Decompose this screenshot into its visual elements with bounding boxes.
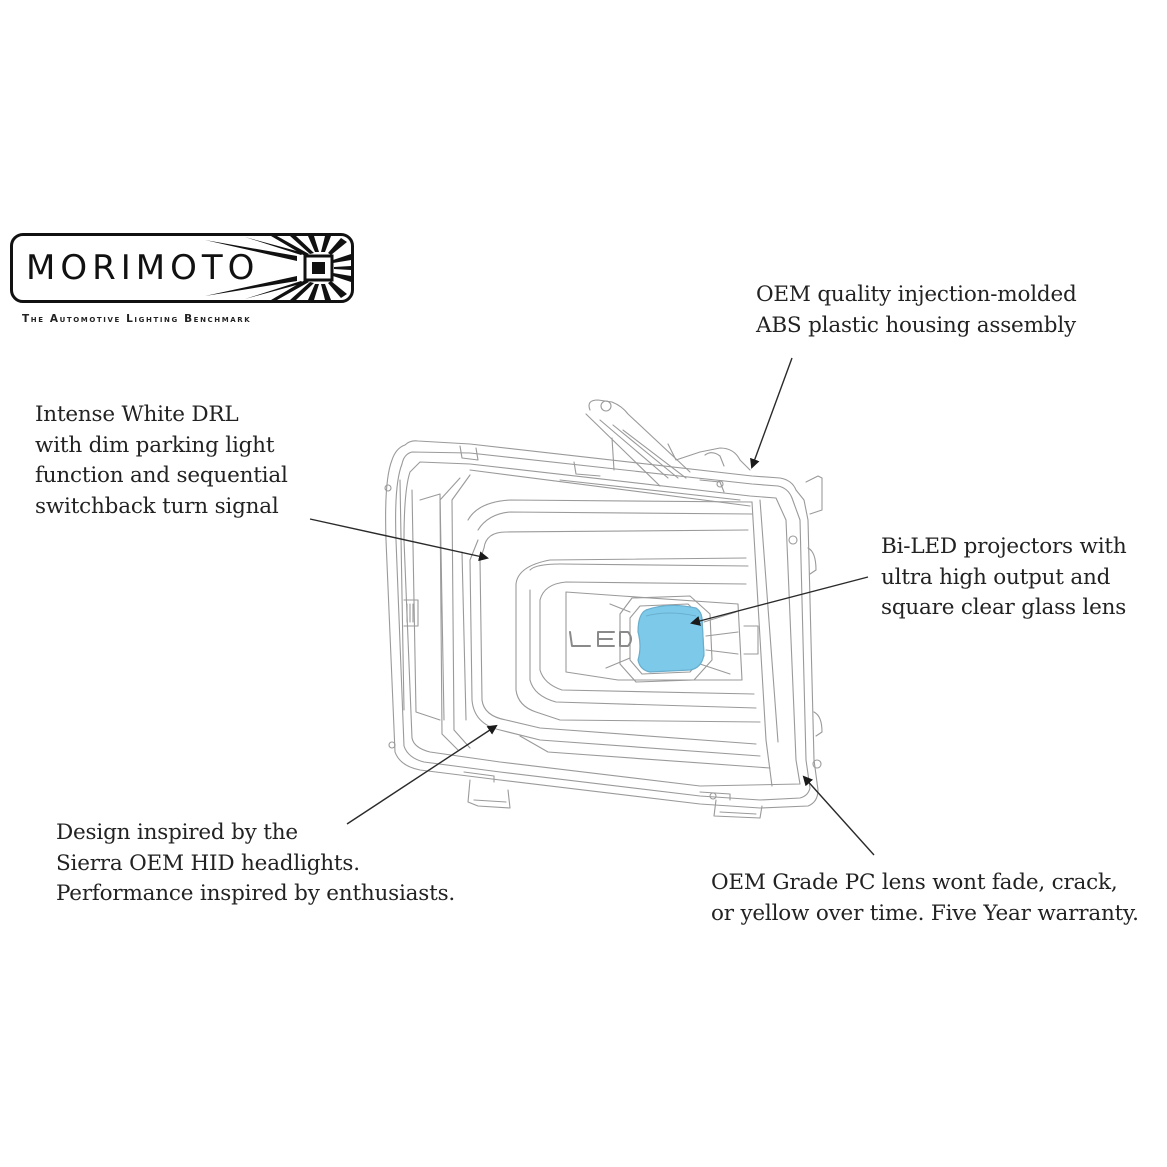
upper-housing-details [459,445,751,507]
callout-projector-feature: Bi-LED projectors with ultra high output… [881,532,1127,624]
outer-housing [384,440,823,809]
lower-mounting-tabs [463,771,763,819]
morimoto-logo: MORIMOTO [10,233,360,308]
mounting-bracket [585,399,751,487]
callout-line: ultra high output and [881,564,1111,590]
arrow-lens [802,775,875,856]
callout-line: Performance inspired by enthusiasts. [56,881,456,906]
callout-line: OEM Grade PC lens wont fade, crack, [711,870,1118,895]
callout-line: function and sequential [35,463,288,488]
turn-signal-section [399,479,445,721]
arrow-projector [690,576,869,626]
logo-tagline: The Automotive Lighting Benchmark [22,313,252,325]
drl-light-guide [439,474,779,787]
logo-frame [10,233,354,303]
callout-arrows [309,357,875,856]
callout-design-feature: Design inspired by the Sierra OEM HID he… [56,818,455,910]
callout-line: or yellow over time. Five Year warranty. [711,900,1139,926]
callout-housing-feature: OEM quality injection-molded ABS plastic… [756,280,1077,341]
callout-line: Bi-LED projectors with [881,534,1127,559]
callout-line: with dim parking light [35,432,275,458]
callout-line: ABS plastic housing assembly [756,312,1076,338]
callout-line: square clear glass lens [881,595,1127,620]
logo-wordmark: MORIMOTO [26,248,260,288]
lens-highlight [645,612,697,617]
arrow-design [346,724,498,825]
projector-surround [515,557,761,723]
callout-lens-feature: OEM Grade PC lens wont fade, crack, or y… [711,868,1139,929]
arrow-housing [750,357,793,469]
projector-lens [637,604,705,673]
callout-line: Intense White DRL [35,402,239,427]
sunburst-icon [205,236,351,300]
callout-line: Sierra OEM HID headlights. [56,850,360,876]
callout-drl-feature: Intense White DRL with dim parking light… [35,400,288,522]
arrow-drl [309,518,489,562]
callout-line: Design inspired by the [56,820,298,845]
callout-line: OEM quality injection-molded [756,282,1077,307]
callout-line: switchback turn signal [35,493,279,519]
